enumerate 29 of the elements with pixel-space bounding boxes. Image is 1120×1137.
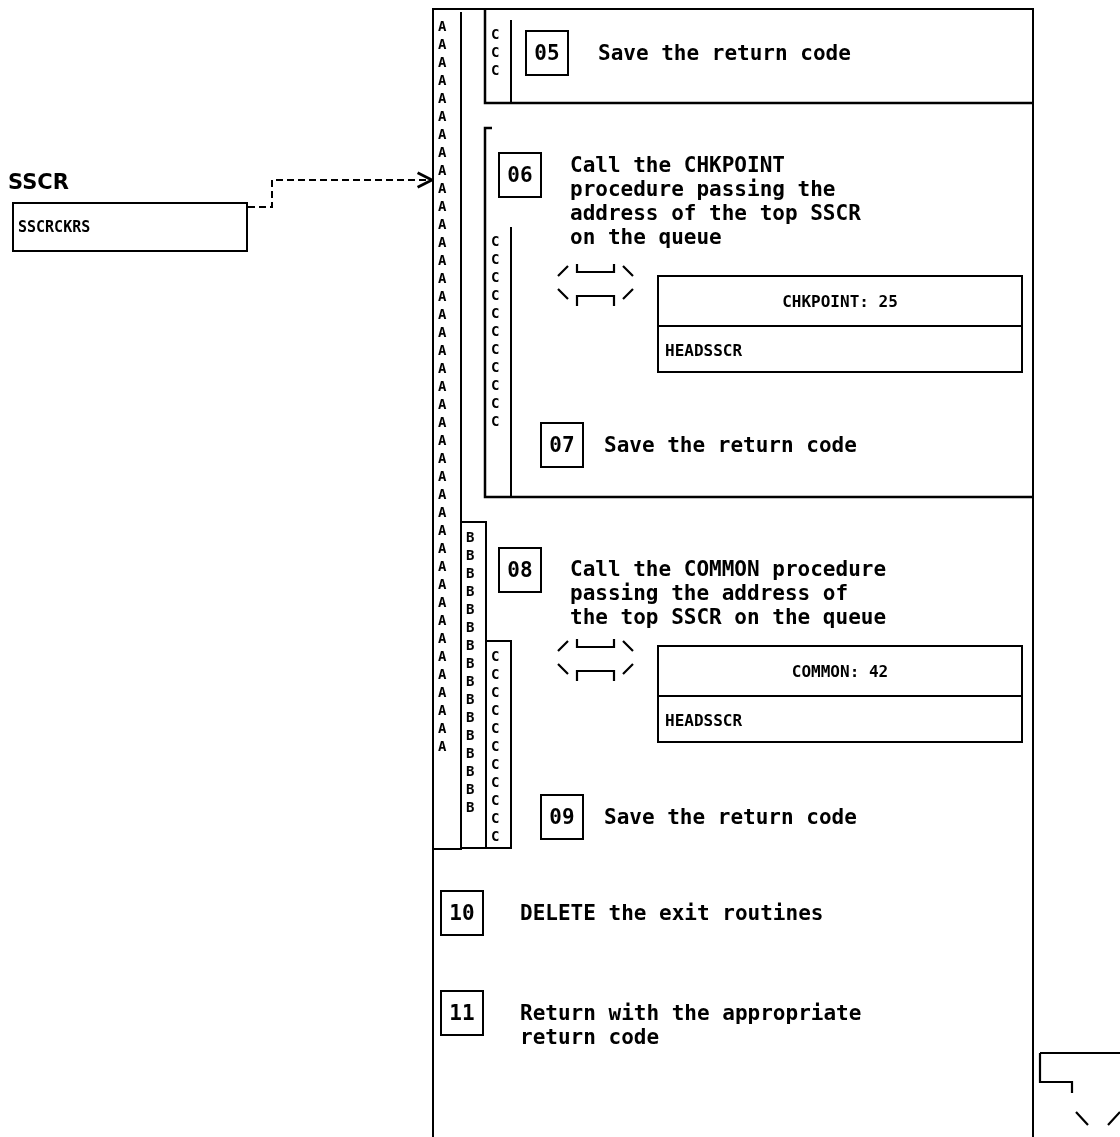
letter-column: C C C C C C C C C C C bbox=[485, 227, 512, 497]
procedure-name: CHKPOINT: 25 bbox=[659, 277, 1021, 327]
letter-column: B B B B B B B B B B B B B B B B bbox=[460, 521, 487, 849]
step-description: Save the return code bbox=[598, 41, 852, 65]
step-number-box: 07 bbox=[540, 422, 584, 468]
procedure-name: COMMON: 42 bbox=[659, 647, 1021, 697]
step-number-box: 08 bbox=[498, 547, 542, 593]
data-item-box: SSCRCKRS bbox=[12, 202, 248, 252]
step-description: DELETE the exit routines bbox=[520, 901, 825, 925]
step-description: Save the return code bbox=[604, 433, 858, 457]
letter-column: C C C bbox=[485, 20, 512, 104]
parameter-field: HEADSSCR bbox=[659, 697, 1021, 743]
letter-column: C C C C C C C C C C C bbox=[485, 640, 512, 849]
letter-column: A A A A A A A A A A A A A A A A A A A A A A A A A A A A A A A A A A A A A A A A A bbox=[432, 12, 462, 850]
step-number-box: 09 bbox=[540, 794, 584, 840]
step-number-box: 11 bbox=[440, 990, 484, 1036]
data-area-title: SSCR bbox=[8, 170, 69, 194]
step-number-box: 06 bbox=[498, 152, 542, 198]
call-box bbox=[657, 645, 1023, 743]
step-number-box: 10 bbox=[440, 890, 484, 936]
connector-arrow bbox=[247, 171, 434, 208]
step-description: Save the return code bbox=[604, 805, 858, 829]
step-description: Call the CHKPOINT procedure passing the address of the top SSCR on the queue bbox=[570, 153, 862, 249]
step-description: Call the COMMON procedure passing the address of the top SSCR on the queue bbox=[570, 557, 888, 629]
step-description: Return with the appropriate return code bbox=[520, 1001, 863, 1049]
call-box bbox=[657, 275, 1023, 373]
step-number-box: 05 bbox=[525, 30, 569, 76]
parameter-field: HEADSSCR bbox=[659, 327, 1021, 373]
process-frame bbox=[432, 8, 1034, 1137]
